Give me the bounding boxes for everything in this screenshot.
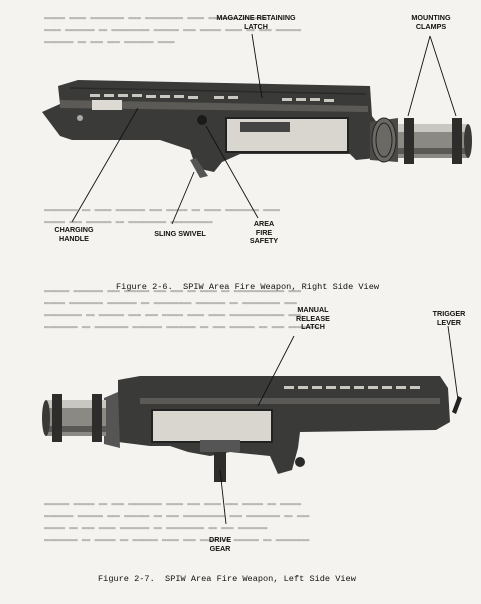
bleed-through-text-3: ▬▬▬▬▬▬ ▬▬▬▬▬▬▬ ▬▬▬ ▬▬▬▬▬▬ ▬▬▬ ▬▬▬ ▬▬ ▬▬▬… xyxy=(44,287,318,331)
gear-ring xyxy=(371,117,397,163)
label-trigger-lever: TRIGGER LEVER xyxy=(432,309,466,327)
leader-lines-fig1 xyxy=(71,33,457,225)
drive-gear-part xyxy=(214,452,226,482)
leader-lines-fig2 xyxy=(219,325,459,525)
receiver-window-left xyxy=(152,410,272,442)
figure-2-6-caption: Figure 2-6. SPIW Area Fire Weapon, Right… xyxy=(116,282,380,292)
trigger-lever-part xyxy=(452,396,462,414)
safety-knob xyxy=(197,115,207,125)
mounting-clamp-1 xyxy=(404,118,414,164)
label-mounting-clamps: MOUNTING CLAMPS xyxy=(411,13,451,31)
label-sling-swivel: SLING SWIVEL xyxy=(154,229,206,238)
receiver-slots xyxy=(90,94,334,102)
bleed-through-text-4: ▬▬▬▬▬▬ ▬▬▬▬▬ ▬▬ ▬▬▬ ▬▬▬▬▬▬▬▬ ▬▬▬▬ ▬▬▬ ▬▬… xyxy=(44,500,310,544)
mounting-clamp-2 xyxy=(452,118,462,164)
label-charging-handle: CHARGING HANDLE xyxy=(54,225,94,243)
figure-2-7-caption: Figure 2-7. SPIW Area Fire Weapon, Left … xyxy=(98,574,356,584)
label-drive-gear: DRIVE GEAR xyxy=(209,535,231,553)
gear-housing-left xyxy=(104,392,120,448)
label-manual-release-latch: MANUAL RELEASE LATCH xyxy=(296,305,330,331)
bleed-through-text-2: ▬▬▬▬▬▬▬▬ ▬▬ ▬▬▬▬ ▬▬▬▬▬▬▬ ▬▬▬ ▬▬▬▬▬ ▬▬ ▬▬… xyxy=(44,206,281,226)
charging-handle-slot xyxy=(92,100,122,110)
label-area-fire-safety: AREA FIRE SAFETY xyxy=(249,219,279,245)
label-magazine-retaining-latch: MAGAZINE RETAINING LATCH xyxy=(216,13,296,31)
sling-swivel-part xyxy=(190,158,208,178)
bleed-through-text: ▬▬▬▬▬ ▬▬▬▬ ▬▬▬▬▬▬▬▬ ▬▬▬ ▬▬▬▬▬▬▬▬▬ ▬▬▬▬ ▬… xyxy=(44,14,302,46)
receiver-slots-left xyxy=(284,386,420,389)
